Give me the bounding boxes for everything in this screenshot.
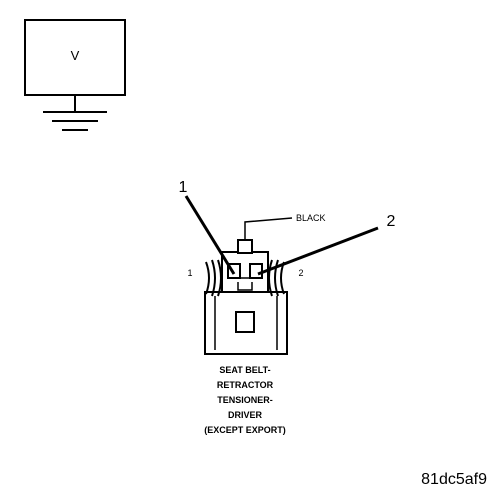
terminal-pin-2 [249, 263, 263, 279]
caption-line: RETRACTOR [217, 380, 274, 390]
callout-2-leader [257, 226, 379, 276]
caption-line: (EXCEPT EXPORT) [204, 425, 286, 435]
voltmeter: V [24, 19, 126, 131]
callout-number-1: 1 [179, 179, 188, 196]
voltmeter-box [24, 19, 126, 96]
seat-belt-tensioner-connector [184, 195, 379, 355]
caption-line: TENSIONER- [217, 395, 273, 405]
pin-label-2: 2 [298, 268, 303, 278]
callout-number-2: 2 [387, 213, 396, 230]
connector-body [204, 291, 288, 355]
caption-line: SEAT BELT- [219, 365, 270, 375]
connector-caption: SEAT BELT- RETRACTOR TENSIONER- DRIVER (… [204, 365, 286, 435]
voltmeter-label: V [71, 48, 80, 63]
callout-1-leader [184, 195, 236, 275]
connector-latch [235, 311, 255, 333]
black-key-tab [237, 239, 253, 254]
black-leader-line [244, 217, 293, 240]
figure-id: 81dc5af9 [421, 471, 487, 488]
caption-line: DRIVER [228, 410, 263, 420]
wire-color-label: BLACK [296, 213, 326, 223]
left-grip [205, 259, 222, 297]
pin-label-1: 1 [187, 268, 192, 278]
ground-icon [43, 95, 107, 131]
